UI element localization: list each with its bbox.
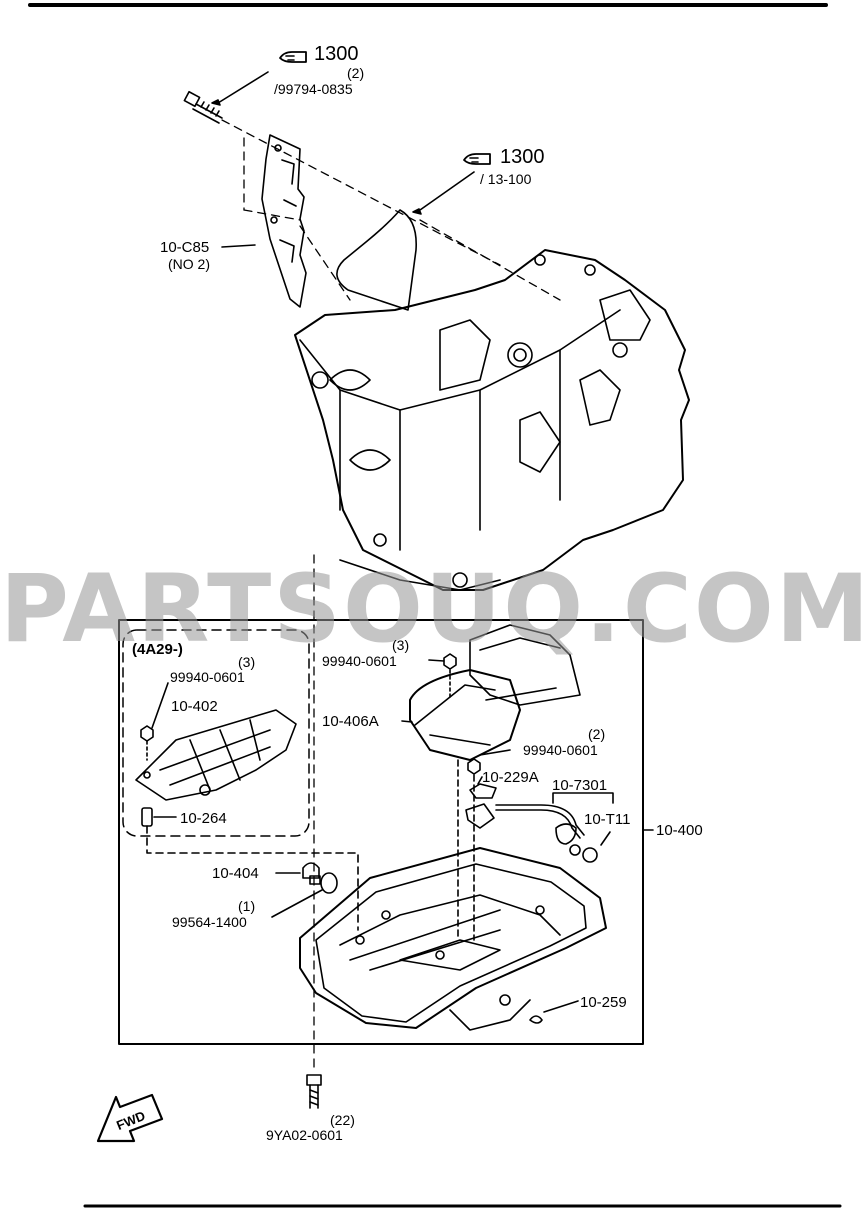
pipe-label: 10-7301: [552, 777, 608, 794]
top-ref-2-part: / 13-100: [480, 171, 532, 187]
cover-note-label: (NO 2): [168, 256, 210, 272]
inset-nut-qty: (3): [238, 654, 256, 670]
washer-qty: (1): [238, 898, 256, 914]
oring-label: 10-T11: [584, 811, 631, 828]
pointing-hand-icon: [279, 51, 307, 63]
strainer-part-label: 10-406A: [322, 713, 379, 730]
top-ref-1-part: /99794-0835: [274, 81, 353, 97]
cover-part-label: 10-C85: [160, 239, 210, 256]
pointing-hand-icon: [463, 153, 491, 165]
inset-title: (4A29-): [132, 641, 183, 658]
inset-spacer-label: 10-264: [180, 810, 227, 827]
top-ref-2: 1300: [500, 146, 545, 168]
bolt-part: 9YA02-0601: [266, 1127, 343, 1143]
washer-part: 99564-1400: [172, 914, 247, 930]
top-ref-1: 1300: [314, 43, 359, 65]
fwd-arrow-icon: [96, 1093, 164, 1143]
strainer-nut2-qty: (2): [588, 726, 606, 742]
bolt-qty: (22): [330, 1112, 355, 1128]
bracket-label: 10-229A: [482, 769, 539, 786]
inset-nut-part: 99940-0601: [170, 669, 245, 685]
top-ref-1-qty: (2): [347, 65, 365, 81]
drain-plug-label: 10-404: [212, 865, 259, 882]
strainer-nut2-part: 99940-0601: [523, 742, 598, 758]
strainer-nut-qty: (3): [392, 637, 410, 653]
watermark: PARTSOUQ.COM: [0, 555, 864, 664]
clip-label: 10-259: [580, 994, 627, 1011]
inset-plate-label: 10-402: [171, 698, 218, 715]
strainer-nut-part: 99940-0601: [322, 653, 397, 669]
pan-assembly-label: 10-400: [656, 822, 703, 839]
